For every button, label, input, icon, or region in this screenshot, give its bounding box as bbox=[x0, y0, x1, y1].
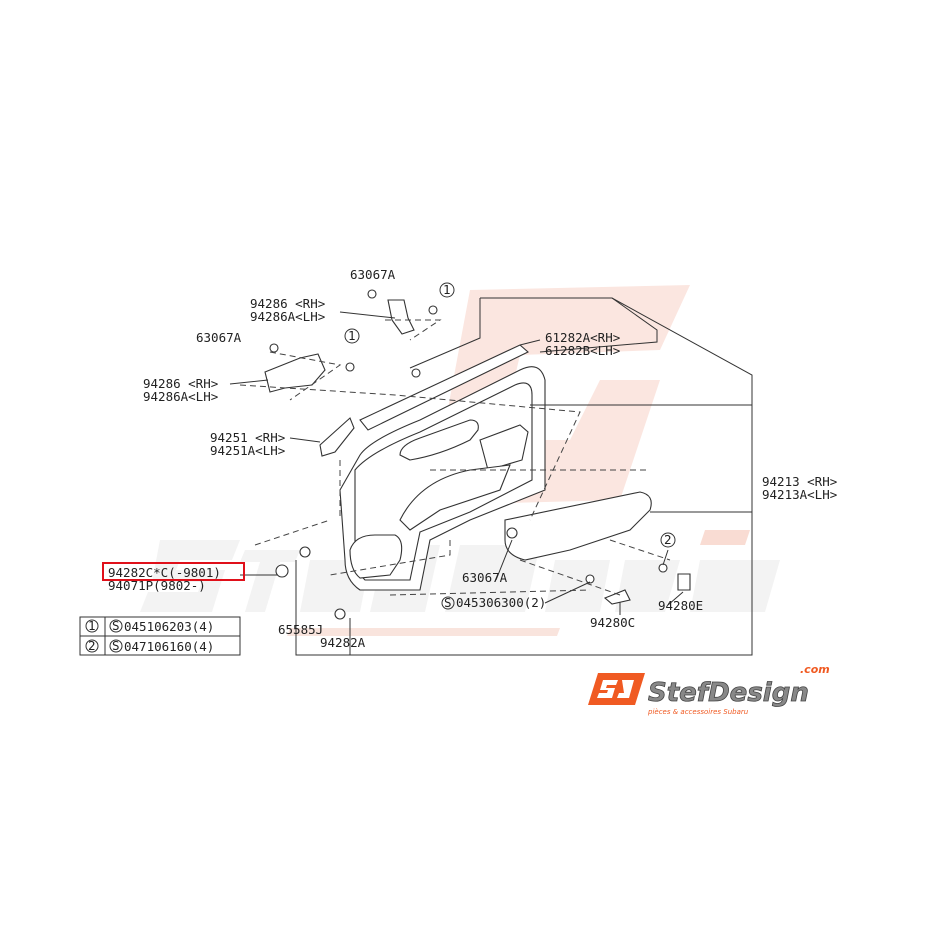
highlight-box bbox=[102, 562, 245, 581]
label-94280e: 94280E bbox=[658, 598, 703, 613]
legend-table: 1 S 045106203(4) 2 S 047106160(4) bbox=[79, 616, 241, 656]
stefdesign-logo: StefDesign .com pièces & accessoires Sub… bbox=[588, 663, 830, 716]
door-trim-panel bbox=[319, 344, 652, 591]
legend-ref: 2 bbox=[88, 638, 96, 653]
logo-brand: StefDesign bbox=[648, 678, 809, 708]
label-94251a-lh: 94251A<LH> bbox=[210, 443, 285, 458]
s-mark-icon bbox=[441, 596, 455, 610]
label-94213a-lh: 94213A<LH> bbox=[762, 487, 837, 502]
label-94213-rh: 94213 <RH> bbox=[762, 474, 837, 489]
s-mark-letter: S bbox=[444, 595, 452, 610]
weatherstrip bbox=[359, 344, 529, 431]
cover bbox=[319, 417, 355, 457]
logo-domain: .com bbox=[800, 663, 830, 676]
ref-1-circle-icon bbox=[439, 282, 455, 298]
legend-row: 1 S 045106203(4) bbox=[85, 618, 214, 634]
s-mark-letter: S bbox=[112, 638, 120, 653]
watermark-domain-shape bbox=[700, 530, 750, 545]
label-94286-rh-upper: 94286 <RH> bbox=[250, 296, 325, 311]
brackets bbox=[264, 289, 691, 620]
logo-tagline: pièces & accessoires Subaru bbox=[647, 708, 749, 716]
label-94282c-highlighted[interactable]: 94282C*C(-9801) bbox=[108, 565, 221, 580]
ref-1-circle-icon bbox=[85, 619, 99, 633]
armrest bbox=[504, 491, 652, 561]
label-63067a-top: 63067A bbox=[350, 267, 396, 282]
part-labels: 63067A 94286 <RH> 94286A<LH> 63067A 6128… bbox=[102, 267, 837, 650]
legend-part: 047106160(4) bbox=[124, 639, 214, 654]
ref-2-circle-icon bbox=[660, 532, 676, 548]
label-045306300: 045306300(2) bbox=[456, 595, 546, 610]
ref-1-circle-icon bbox=[344, 328, 360, 344]
legend-row: 2 S 047106160(4) bbox=[85, 638, 214, 654]
logo-badge bbox=[588, 673, 645, 705]
ref-2-circle-icon bbox=[85, 639, 99, 653]
logo-sj-mark bbox=[597, 680, 634, 698]
label-94282a: 94282A bbox=[320, 635, 366, 650]
label-94251-rh: 94251 <RH> bbox=[210, 430, 285, 445]
label-65585j: 65585J bbox=[278, 622, 323, 637]
s-mark-icon bbox=[109, 619, 123, 633]
label-94280c: 94280C bbox=[590, 615, 635, 630]
leader-lines bbox=[229, 297, 753, 656]
label-63067a-left: 63067A bbox=[196, 330, 242, 345]
label-94071p: 94071P(9802-) bbox=[108, 578, 206, 593]
label-94286a-lh-lower: 94286A<LH> bbox=[143, 389, 218, 404]
s-mark-icon bbox=[109, 639, 123, 653]
label-94286-rh-lower: 94286 <RH> bbox=[143, 376, 218, 391]
s-mark-letter: S bbox=[112, 618, 120, 633]
label-61282b-lh: 61282B<LH> bbox=[545, 343, 620, 358]
legend-ref: 1 bbox=[88, 618, 96, 633]
watermark-tagline-shape bbox=[287, 628, 560, 636]
ref-1-number: 1 bbox=[348, 328, 356, 343]
label-63067a-armrest: 63067A bbox=[462, 570, 508, 585]
ref-1-number: 1 bbox=[443, 282, 451, 297]
label-94286a-lh-upper: 94286A<LH> bbox=[250, 309, 325, 324]
ref-2-number: 2 bbox=[664, 532, 672, 547]
label-61282a-rh: 61282A<RH> bbox=[545, 330, 620, 345]
legend-part: 045106203(4) bbox=[124, 619, 214, 634]
